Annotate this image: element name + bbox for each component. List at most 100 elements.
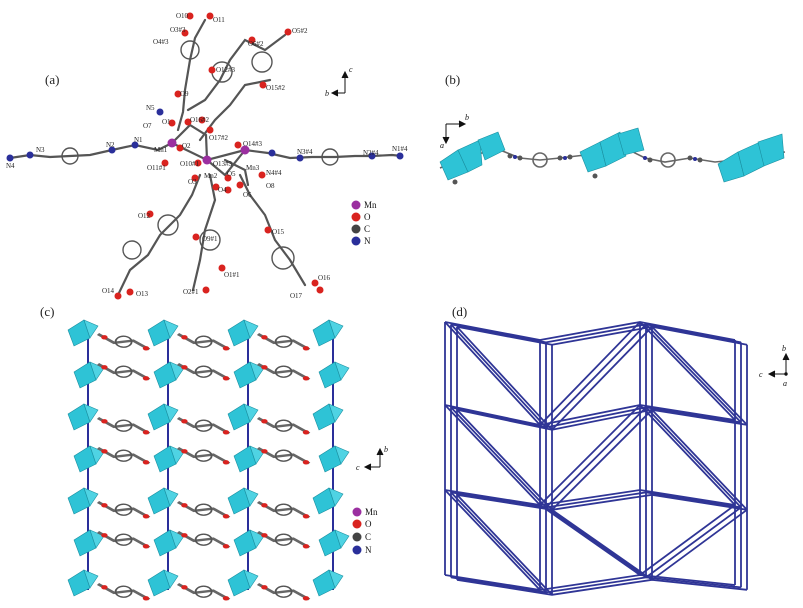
atom-label: O15 <box>272 228 285 236</box>
axis-indicator-b <box>442 120 467 145</box>
net-edge <box>545 406 647 509</box>
atom-label: O16 <box>318 274 331 282</box>
atom-label: N1 <box>134 136 143 144</box>
atom-label: O5#2 <box>292 27 308 35</box>
panel-a-structure: O10 O11 O3#3 O4#3 O6#2 O5#2 O12#3 O15#2 … <box>6 12 408 300</box>
atom-label: O12#3 <box>216 66 236 74</box>
net-edge <box>444 489 736 506</box>
net-edge <box>551 326 653 431</box>
panel-b-chain: b a <box>439 113 786 185</box>
atom-label: O4#3 <box>153 38 169 46</box>
panel-label-a: (a) <box>45 72 60 87</box>
atom-label: N2#4 <box>363 149 379 157</box>
atom-label: O10#1 <box>180 160 200 168</box>
atom-label: O17#2 <box>209 134 229 142</box>
net-edge <box>450 491 547 594</box>
net-edge <box>456 493 748 511</box>
atom-label: O1#1 <box>224 271 240 279</box>
atom-label: O11 <box>213 16 225 24</box>
panel-label-c: (c) <box>40 304 55 319</box>
legend-label-mn: Mn <box>365 507 378 517</box>
axis-label: b <box>465 113 469 122</box>
atom-label: O14#3 <box>243 140 263 148</box>
net-edge <box>450 406 547 509</box>
axis-indicator-a <box>330 70 349 97</box>
net-edge <box>444 404 736 426</box>
atom-label: N1#4 <box>392 145 408 153</box>
atom-label: O13 <box>136 290 149 298</box>
atom-label: O9#1 <box>202 235 218 243</box>
legend-label-mn: Mn <box>364 200 377 210</box>
legend-label-n: N <box>365 545 372 555</box>
atom-label: O7 <box>143 122 152 130</box>
atom-label: O6#2 <box>248 40 264 48</box>
atom-label: N5 <box>146 104 155 112</box>
atom-label: N2 <box>106 141 115 149</box>
atom-label: N3#4 <box>297 148 313 156</box>
net-edge <box>645 406 742 509</box>
net-edge <box>450 323 742 344</box>
axis-label: c <box>759 370 763 379</box>
atom-label: O17 <box>290 292 303 300</box>
atom-label: O8 <box>266 182 275 190</box>
panel-label-d: (d) <box>452 304 468 319</box>
net-edge <box>639 504 736 576</box>
legend-label-o: O <box>364 212 371 222</box>
net-edge <box>456 325 748 346</box>
legend-label-o: O <box>365 519 372 529</box>
atom-label: N3 <box>36 146 45 154</box>
axis-label: a <box>440 141 444 150</box>
atom-label: Mn1 <box>154 146 168 154</box>
net-edge <box>444 574 736 591</box>
net-edge <box>456 409 553 511</box>
atom-label: O16#2 <box>190 116 210 124</box>
net-edge <box>539 404 641 506</box>
atom-label: O13#3 <box>213 160 233 168</box>
net-edge <box>539 321 641 426</box>
legend-c: Mn O C N <box>352 507 378 555</box>
net-edge <box>551 409 653 511</box>
atom-label: O1 <box>162 118 171 126</box>
legend-label-c: C <box>365 532 371 542</box>
net-edge <box>450 323 547 429</box>
net-edge <box>639 404 736 506</box>
atom-label: O3 <box>188 178 197 186</box>
net-edge <box>444 321 736 341</box>
atom-label: O9 <box>180 90 189 98</box>
net-edge <box>456 408 748 431</box>
atom-label: O3#3 <box>170 26 186 34</box>
atom-label: O6 <box>243 191 252 199</box>
atom-label: O15#2 <box>266 84 286 92</box>
axis-label: b <box>384 445 388 454</box>
atom-label: O14 <box>102 287 115 295</box>
net-edge <box>651 409 748 511</box>
net-edge <box>639 321 736 421</box>
net-edge <box>551 509 653 581</box>
atom-label: O2#1 <box>183 288 199 296</box>
axis-indicator-c <box>363 447 384 471</box>
net-edge <box>545 323 647 429</box>
axis-label: c <box>349 65 353 74</box>
net-edge <box>456 578 748 596</box>
axis-label: c <box>356 463 360 472</box>
axis-label: b <box>782 344 786 353</box>
atom-label: O11#1 <box>147 164 166 172</box>
panel-label-b: (b) <box>445 72 461 87</box>
net-edge <box>444 489 541 591</box>
net-edge <box>651 326 748 426</box>
net-edge <box>450 576 742 594</box>
axis-label: b <box>325 89 329 98</box>
legend-a: Mn O C N <box>351 200 377 246</box>
net-edge <box>645 323 742 424</box>
net-edge <box>450 406 742 429</box>
atom-label: N4 <box>6 162 15 170</box>
net-edge <box>539 504 641 576</box>
net-edge <box>456 494 553 596</box>
net-edge <box>444 321 541 426</box>
atom-label: Mn3 <box>246 164 260 172</box>
atom-label: O10 <box>176 12 189 20</box>
axis-label: a <box>783 379 787 388</box>
axis-indicator-d <box>767 352 790 378</box>
atom-label: N4#4 <box>266 169 282 177</box>
